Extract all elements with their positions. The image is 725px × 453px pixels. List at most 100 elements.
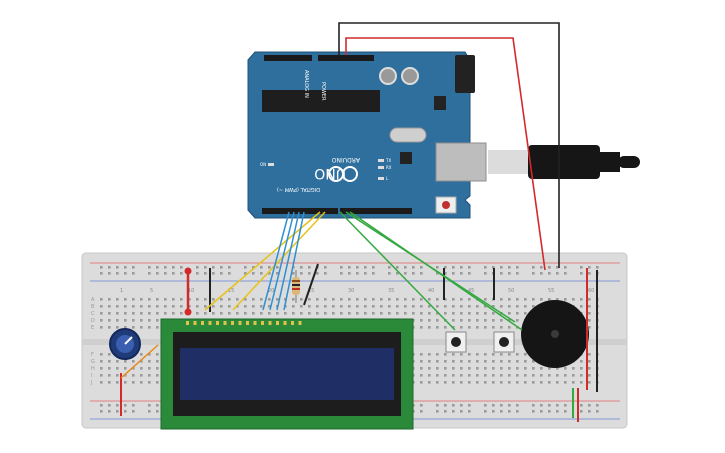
breadboard-hole [508,298,511,301]
breadboard-hole [428,353,431,356]
breadboard-hole [156,266,159,269]
breadboard-hole [140,326,143,329]
pushbutton-2[interactable] [493,331,515,353]
breadboard-hole [468,266,471,269]
breadboard-hole [316,305,319,308]
breadboard-hole [468,404,471,407]
breadboard-hole [180,298,183,301]
breadboard-hole [228,272,231,275]
breadboard-hole [172,305,175,308]
breadboard-hole [116,381,119,384]
usb-cable [488,145,640,179]
breadboard-hole [444,404,447,407]
breadboard-hole [396,272,399,275]
potentiometer[interactable] [109,328,141,360]
breadboard-hole [556,374,559,377]
breadboard-hole [452,360,455,363]
breadboard-hole [492,353,495,356]
row-letter: C [91,311,95,317]
breadboard-hole [516,404,519,407]
breadboard-hole [164,266,167,269]
breadboard-hole [580,374,583,377]
breadboard-hole [204,272,207,275]
breadboard-hole [108,319,111,322]
breadboard-hole [100,272,103,275]
breadboard-hole [108,266,111,269]
breadboard-hole [540,272,543,275]
breadboard-hole [460,381,463,384]
breadboard-hole [124,298,127,301]
breadboard-hole [380,305,383,308]
breadboard-hole [148,410,151,413]
breadboard-hole [156,367,159,370]
breadboard-column-numbers: 1 5 10 15 20 25 30 35 40 45 50 55 60 [120,288,594,294]
breadboard-hole [308,298,311,301]
breadboard-hole [172,298,175,301]
reset-button-cap[interactable] [442,201,450,209]
breadboard-hole [148,312,151,315]
breadboard-hole [332,298,335,301]
breadboard-hole [156,410,159,413]
breadboard-hole [484,266,487,269]
breadboard-hole [580,381,583,384]
lcd-pin [208,321,212,325]
breadboard-hole [132,367,135,370]
breadboard-hole [564,298,567,301]
breadboard-hole [444,305,447,308]
breadboard-hole [108,353,111,356]
breadboard-hole [356,305,359,308]
power-header-label: POWER [320,82,326,101]
breadboard-hole [556,298,559,301]
lcd-pin [291,321,294,325]
breadboard-hole [156,272,159,275]
breadboard-hole [100,319,103,322]
row-letter: J [90,380,92,386]
breadboard-hole [572,374,575,377]
breadboard-hole [444,272,447,275]
breadboard-hole [572,298,575,301]
breadboard-hole [460,298,463,301]
lcd-pin [298,321,302,325]
breadboard-hole [468,298,471,301]
wire-green-3 [349,211,523,331]
breadboard-hole [108,381,111,384]
breadboard-hole [516,360,519,363]
breadboard-hole [372,312,375,315]
breadboard-hole [412,312,415,315]
breadboard-hole [492,404,495,407]
breadboard-hole [540,374,543,377]
breadboard-hole [532,381,535,384]
breadboard-hole [140,305,143,308]
breadboard-hole [508,360,511,363]
breadboard-hole [124,326,127,329]
breadboard-hole [156,326,159,329]
breadboard-hole [348,266,351,269]
breadboard-hole [452,404,455,407]
breadboard-hole [548,298,551,301]
power-analog-headers [264,55,374,61]
breadboard-hole [492,374,495,377]
breadboard-hole [540,404,543,407]
wire-black-short [303,263,319,306]
breadboard-hole [588,312,591,315]
breadboard-hole [116,410,119,413]
arduino-uno-board[interactable]: UNO ARDUINO POWER ANALOG IN DIGITAL (PWM… [247,51,487,219]
breadboard-hole [460,410,463,413]
breadboard-hole [508,353,511,356]
breadboard-hole [148,319,151,322]
breadboard-hole [540,298,543,301]
breadboard-hole [100,353,103,356]
breadboard-hole [348,312,351,315]
breadboard-hole [100,298,103,301]
pushbutton-1[interactable] [445,331,467,353]
breadboard-hole [444,410,447,413]
breadboard-hole [588,410,591,413]
breadboard-hole [484,404,487,407]
breadboard-hole [516,367,519,370]
breadboard-hole [468,410,471,413]
atmega-chip [262,90,380,112]
lcd-pin [268,321,272,325]
wire-black-gnd [338,22,560,268]
breadboard-hole [588,404,591,407]
wire-blue-2 [269,211,295,311]
